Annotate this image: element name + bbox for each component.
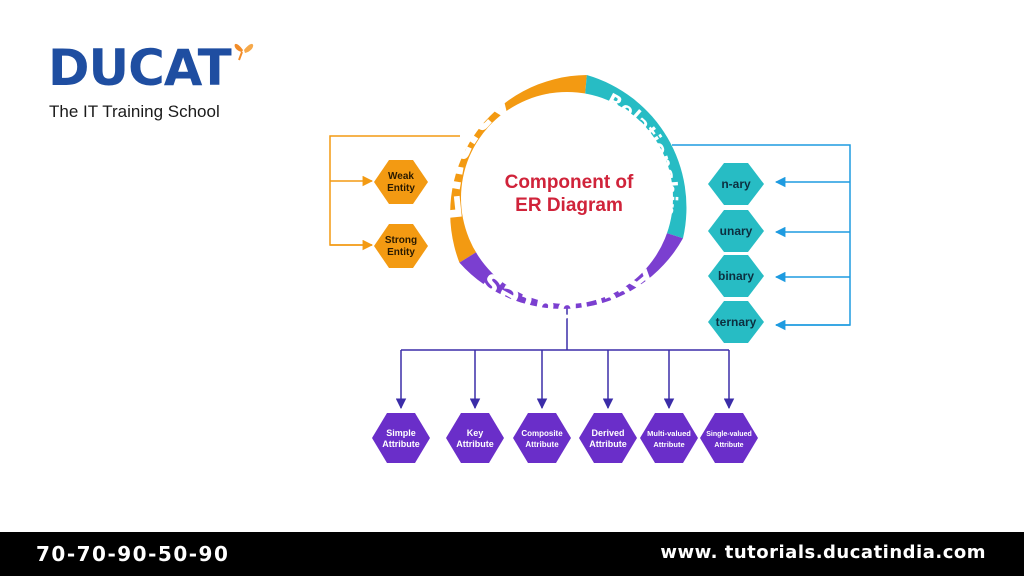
- entity-node-label: Entity: [387, 183, 415, 194]
- ring: [450, 75, 687, 309]
- relationship-node-label: ternary: [716, 315, 757, 329]
- attribute-node-label: Attribute: [589, 439, 627, 449]
- attribute-node-label: Multi-valued: [647, 429, 691, 438]
- relationship-node-n-ary: n-ary: [708, 163, 764, 205]
- entity-node-weak: Weak Entity: [374, 160, 428, 204]
- ducat-logo: DUCAT The IT Training School: [48, 36, 268, 126]
- ring-center: [461, 92, 673, 304]
- attribute-node-label: Attribute: [653, 440, 684, 449]
- attribute-node-label: Derived: [591, 428, 624, 438]
- footer-phone: 70-70-90-50-90: [36, 542, 230, 566]
- er-diagram: Entity Relationship Attributes Component…: [329, 75, 851, 463]
- relationship-node-binary: binary: [708, 255, 764, 297]
- entity-node-strong: Strong Entity: [374, 224, 428, 268]
- attribute-connectors: [395, 300, 735, 410]
- attribute-node-composite: Composite Attribute: [513, 413, 571, 463]
- center-title-line1: Component of: [505, 172, 634, 193]
- relationship-node-ternary: ternary: [708, 301, 764, 343]
- attribute-node-derived: Derived Attribute: [579, 413, 637, 463]
- attribute-node-simple: Simple Attribute: [372, 413, 430, 463]
- relationship-node-unary: unary: [708, 210, 764, 252]
- logo-tagline: The IT Training School: [49, 102, 220, 121]
- relationship-node-label: unary: [720, 224, 753, 238]
- relationship-node-label: n-ary: [721, 177, 751, 191]
- attribute-node-label: Attribute: [714, 442, 743, 449]
- attribute-node-label: Attribute: [382, 439, 420, 449]
- attribute-node-key: Key Attribute: [446, 413, 504, 463]
- relationship-node-label: binary: [718, 269, 754, 283]
- butterfly-icon: [234, 43, 254, 61]
- entity-node-label: Entity: [387, 247, 415, 258]
- attribute-node-label: Simple: [386, 428, 416, 438]
- attribute-node-single-valued: Single-valued Attribute: [700, 413, 758, 463]
- relationship-connectors: [672, 144, 851, 331]
- attribute-node-label: Attribute: [456, 439, 494, 449]
- attribute-node-label: Key: [467, 428, 484, 438]
- attribute-node-multi-valued: Multi-valued Attribute: [640, 413, 698, 463]
- logo-brand: DUCAT: [48, 39, 232, 97]
- entity-node-label: Weak: [388, 171, 414, 182]
- entity-node-label: Strong: [385, 235, 417, 246]
- attribute-node-label: Single-valued: [706, 431, 752, 438]
- entity-connectors: [329, 135, 460, 251]
- footer-website: www. tutorials.ducatindia.com: [660, 542, 986, 563]
- center-title-line2: ER Diagram: [515, 195, 623, 216]
- attribute-node-label: Attribute: [525, 440, 559, 449]
- attribute-node-label: Composite: [521, 429, 563, 438]
- footer-bar: 70-70-90-50-90 www. tutorials.ducatindia…: [0, 532, 1024, 576]
